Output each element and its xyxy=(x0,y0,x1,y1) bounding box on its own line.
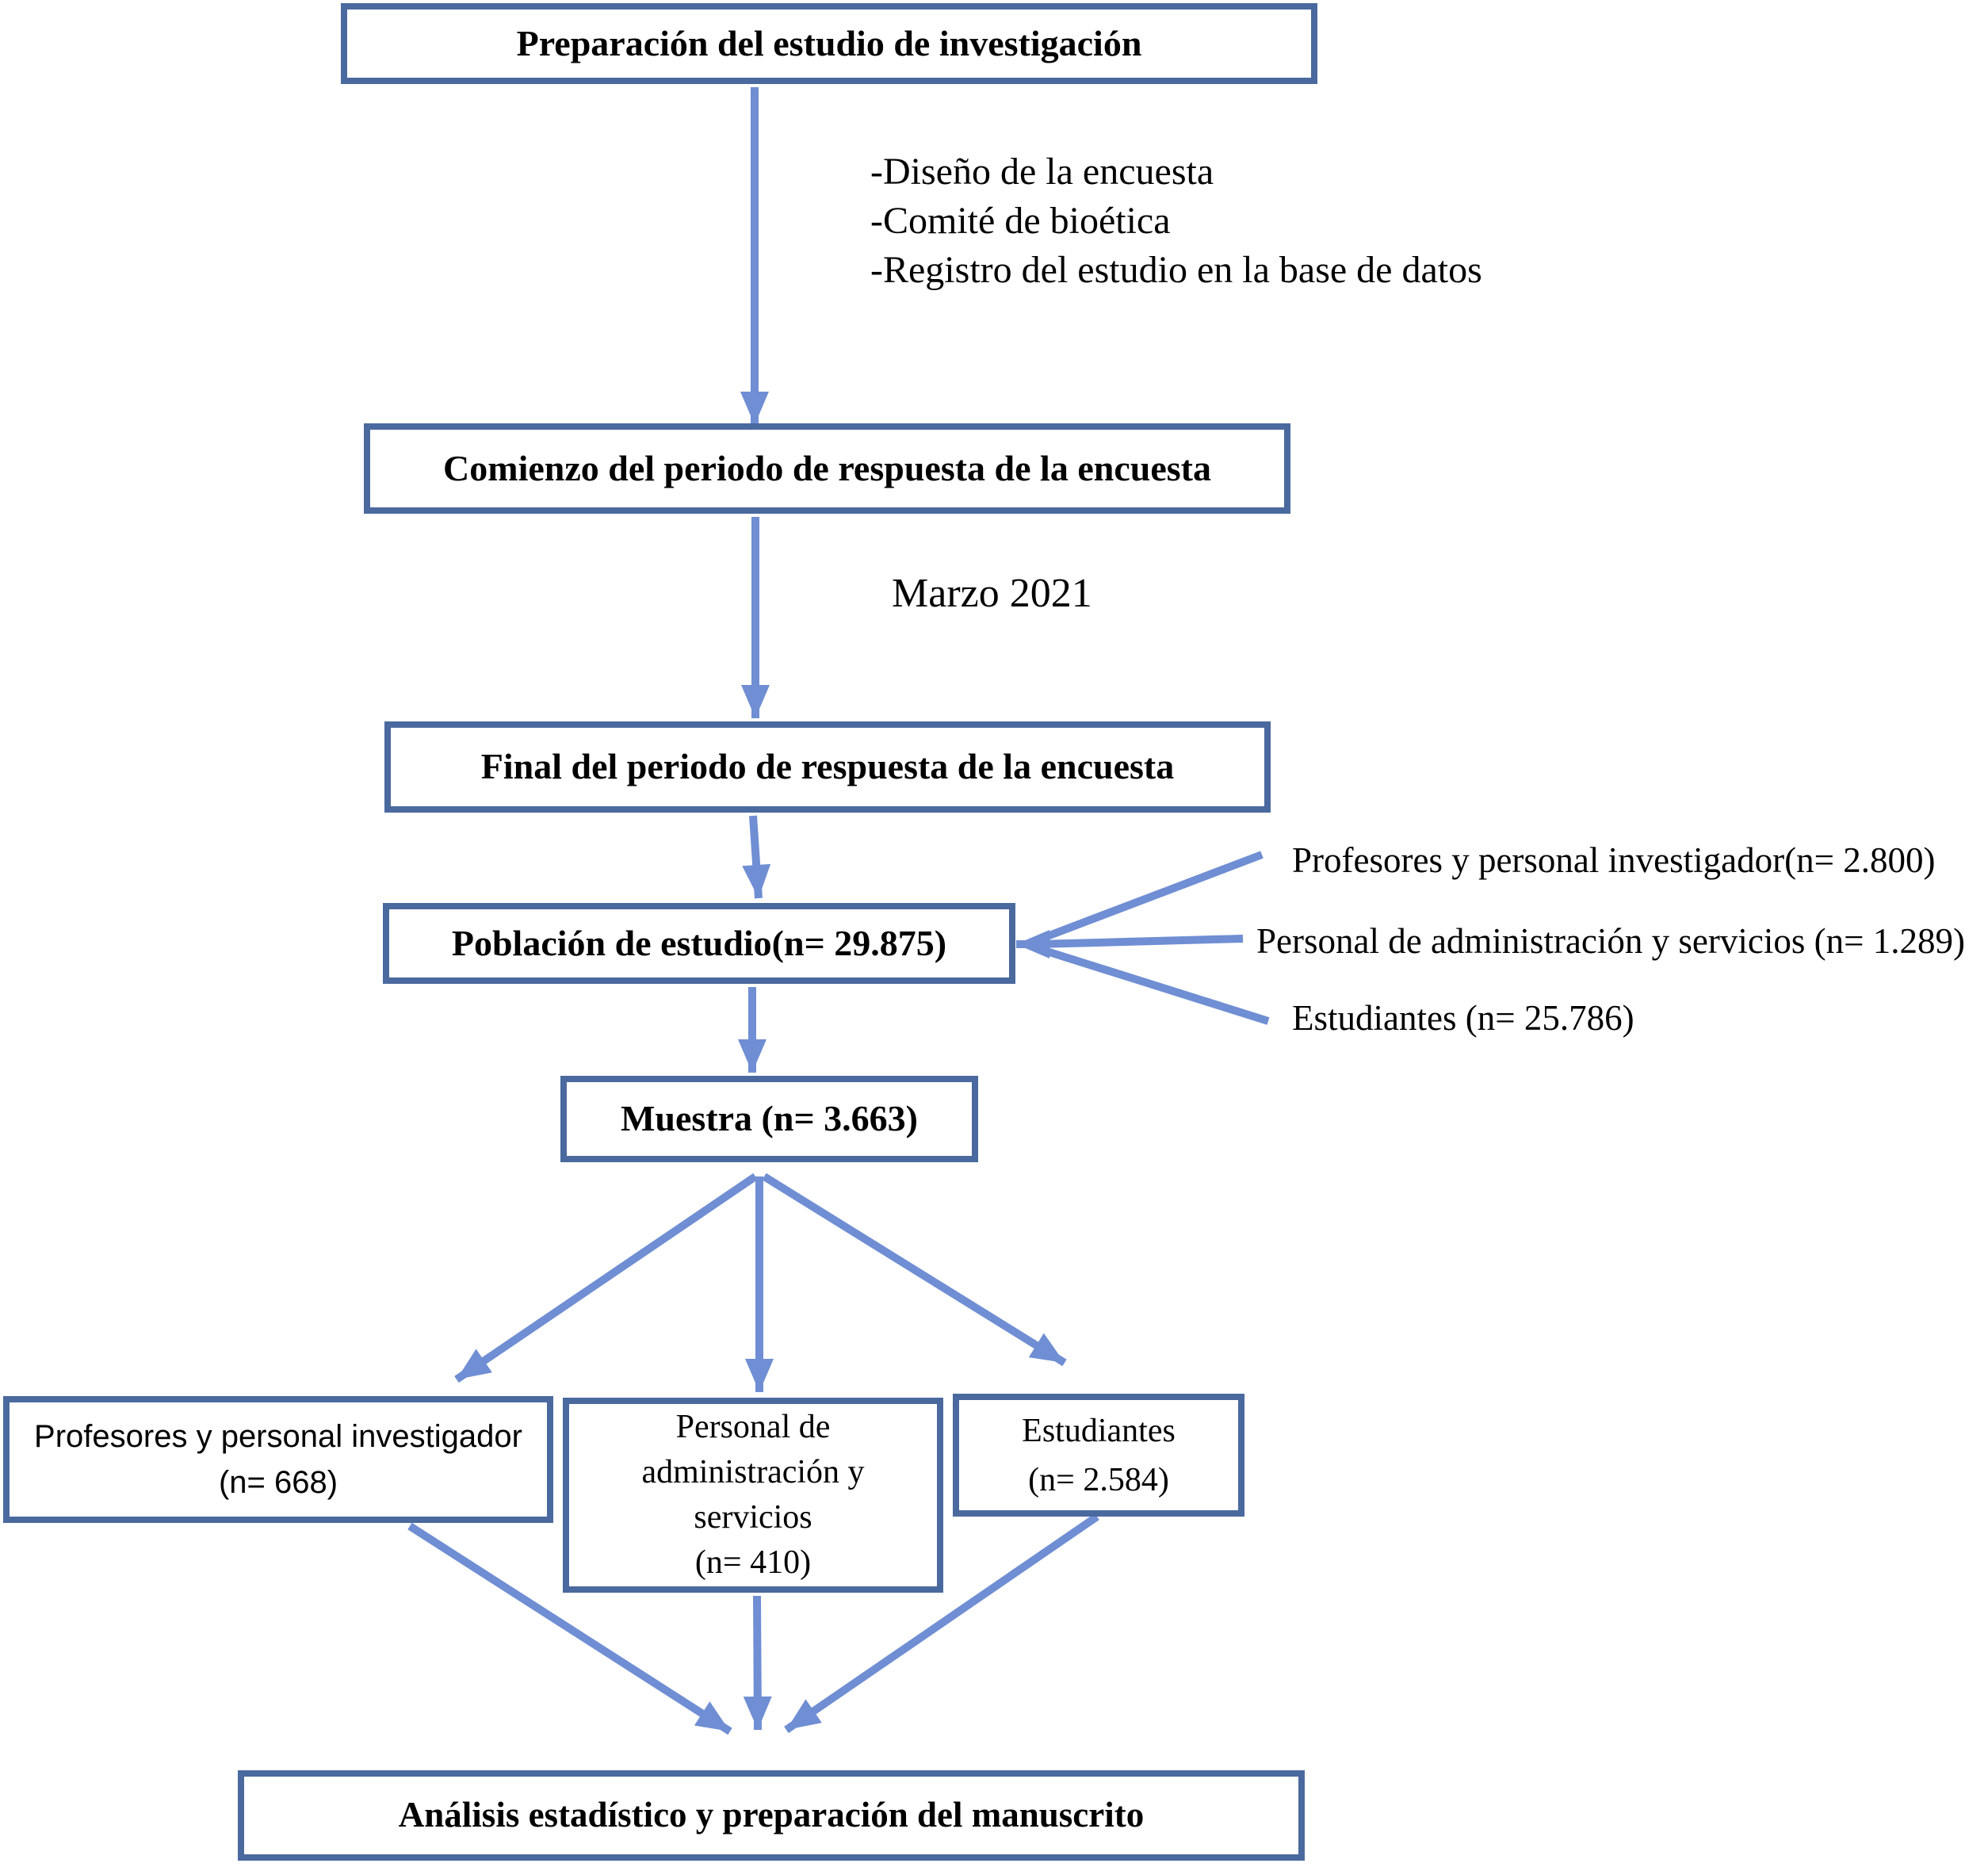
box-muestra: Muestra (n= 3.663) xyxy=(560,1076,978,1162)
breakdown-label-estudiantes: Estudiantes (n= 25.786) xyxy=(1292,998,1634,1038)
preparation-step-1: -Diseño de la encuesta xyxy=(870,151,1214,193)
box-personal-line1: Personal de xyxy=(675,1409,831,1445)
box-muestra-label: Muestra (n= 3.663) xyxy=(621,1098,918,1139)
box-poblacion-estudio: Población de estudio(n= 29.875) xyxy=(383,903,1015,984)
breakdown-line-personal xyxy=(1036,935,1244,948)
box-estudiantes-line1: Estudiantes xyxy=(1022,1412,1176,1449)
box-final-label: Final del periodo de respuesta de la enc… xyxy=(480,746,1175,787)
breakdown-label-profesores: Profesores y personal investigador(n= 2.… xyxy=(1292,840,1936,880)
box-comienzo-label: Comienzo del periodo de respuesta de la … xyxy=(443,447,1211,488)
arrow-muestra-to-estudiantes xyxy=(762,1173,1067,1367)
preparation-steps-note: -Diseño de la encuesta -Comité de bioéti… xyxy=(870,147,1482,295)
arrow-profesores-to-analisis xyxy=(407,1522,732,1735)
arrow-final-to-poblacion xyxy=(742,815,771,899)
box-personal-muestra: Personal de administración y servicios (… xyxy=(563,1398,943,1593)
box-personal-line4: (n= 410) xyxy=(694,1544,812,1581)
breakdown-line-profesores xyxy=(1035,851,1264,944)
box-preparacion-label: Preparación del estudio de investigación xyxy=(516,22,1142,63)
box-analisis-estadistico: Análisis estadístico y preparación del m… xyxy=(238,1770,1305,1861)
box-analisis-label: Análisis estadístico y preparación del m… xyxy=(398,1795,1145,1835)
box-comienzo-periodo: Comienzo del periodo de respuesta de la … xyxy=(364,423,1290,514)
box-personal-line3: servicios xyxy=(694,1499,812,1536)
breakdown-label-personal: Personal de administración y servicios (… xyxy=(1256,921,1965,961)
box-estudiantes-line2: (n= 2.584) xyxy=(1028,1461,1169,1498)
box-profesores-muestra: Profesores y personal investigador (n= 6… xyxy=(3,1396,553,1523)
box-personal-line2: administración y xyxy=(641,1454,865,1490)
survey-start-date-label: Marzo 2021 xyxy=(892,571,1092,616)
box-profesores-line2: (n= 668) xyxy=(218,1465,338,1500)
preparation-step-3: -Registro del estudio en la base de dato… xyxy=(870,249,1482,291)
box-final-periodo: Final del periodo de respuesta de la enc… xyxy=(384,721,1271,813)
arrow-estudiantes-to-analisis xyxy=(784,1513,1099,1734)
preparation-step-2: -Comité de bioética xyxy=(870,200,1171,242)
box-profesores-line1: Profesores y personal investigador xyxy=(34,1419,522,1454)
box-preparacion-estudio: Preparación del estudio de investigación xyxy=(341,3,1317,84)
arrow-personal-to-analisis xyxy=(743,1595,772,1731)
box-estudiantes-muestra: Estudiantes (n= 2.584) xyxy=(953,1394,1244,1517)
arrow-muestra-to-profesores xyxy=(454,1173,758,1383)
breakdown-line-estudiantes xyxy=(1035,944,1270,1025)
box-poblacion-label: Población de estudio(n= 29.875) xyxy=(451,922,947,963)
